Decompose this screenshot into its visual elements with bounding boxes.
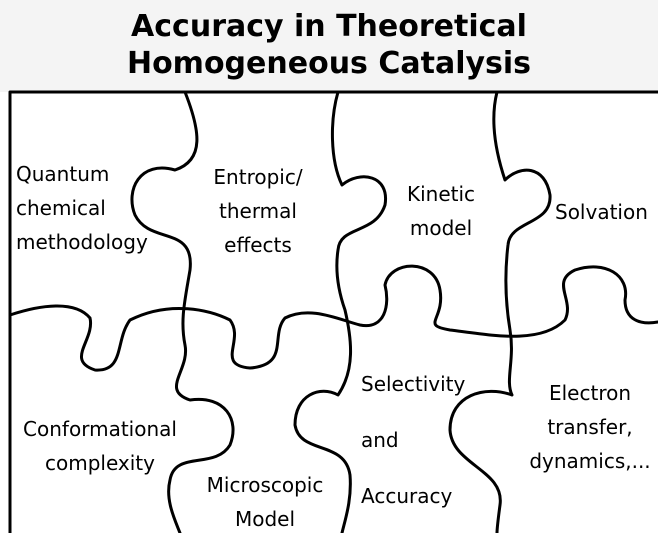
puzzle-seam-1	[130, 90, 235, 533]
piece-microscopic-model: Microscopic Model	[207, 468, 324, 536]
piece-conformational-complexity: Conformational complexity	[23, 412, 177, 480]
piece-label-line: Accuracy	[361, 484, 453, 508]
piece-label-line: Kinetic	[406, 182, 476, 206]
piece-label-line: Electron	[548, 381, 632, 405]
piece-label-line: dynamics,...	[529, 449, 651, 473]
puzzle-frame	[8, 90, 658, 533]
diagram-title: Accuracy in Theoretical Homogeneous Cata…	[0, 8, 658, 82]
piece-label-line: Solvation	[555, 200, 648, 224]
piece-label-line: Entropic/	[213, 165, 303, 189]
title-line-2: Homogeneous Catalysis	[126, 46, 532, 81]
piece-label-line: methodology	[16, 230, 148, 254]
piece-label-line: model	[409, 216, 473, 240]
piece-entropic-thermal-effects: Entropic/ thermal effects	[213, 160, 302, 262]
piece-quantum-chemical-methodology: Quantum chemical methodology	[16, 157, 148, 259]
puzzle-seam-2	[293, 90, 387, 533]
piece-electron-transfer-dynamics: Electron transfer, dynamics,...	[529, 376, 650, 478]
piece-kinetic-model: Kinetic model	[407, 177, 475, 245]
puzzle-seam-3	[448, 90, 552, 533]
piece-selectivity-and-accuracy: Selectivity and Accuracy	[361, 356, 465, 524]
piece-label-line: effects	[224, 233, 292, 257]
piece-label-line: Selectivity	[361, 372, 466, 396]
puzzle-seam-horizontal	[8, 264, 658, 372]
piece-label-line: Model	[234, 507, 296, 531]
piece-label-line: and	[361, 428, 399, 452]
piece-label-line: Microscopic	[206, 473, 324, 497]
title-line-1: Accuracy in Theoretical	[131, 9, 527, 44]
piece-label-line: transfer,	[547, 415, 633, 439]
piece-label-line: chemical	[16, 196, 106, 220]
piece-solvation: Solvation	[555, 195, 648, 229]
piece-label-line: Conformational	[23, 417, 177, 441]
piece-label-line: complexity	[44, 451, 155, 475]
piece-label-line: thermal	[218, 199, 297, 223]
piece-label-line: Quantum	[16, 162, 110, 186]
title-banner	[0, 0, 658, 92]
